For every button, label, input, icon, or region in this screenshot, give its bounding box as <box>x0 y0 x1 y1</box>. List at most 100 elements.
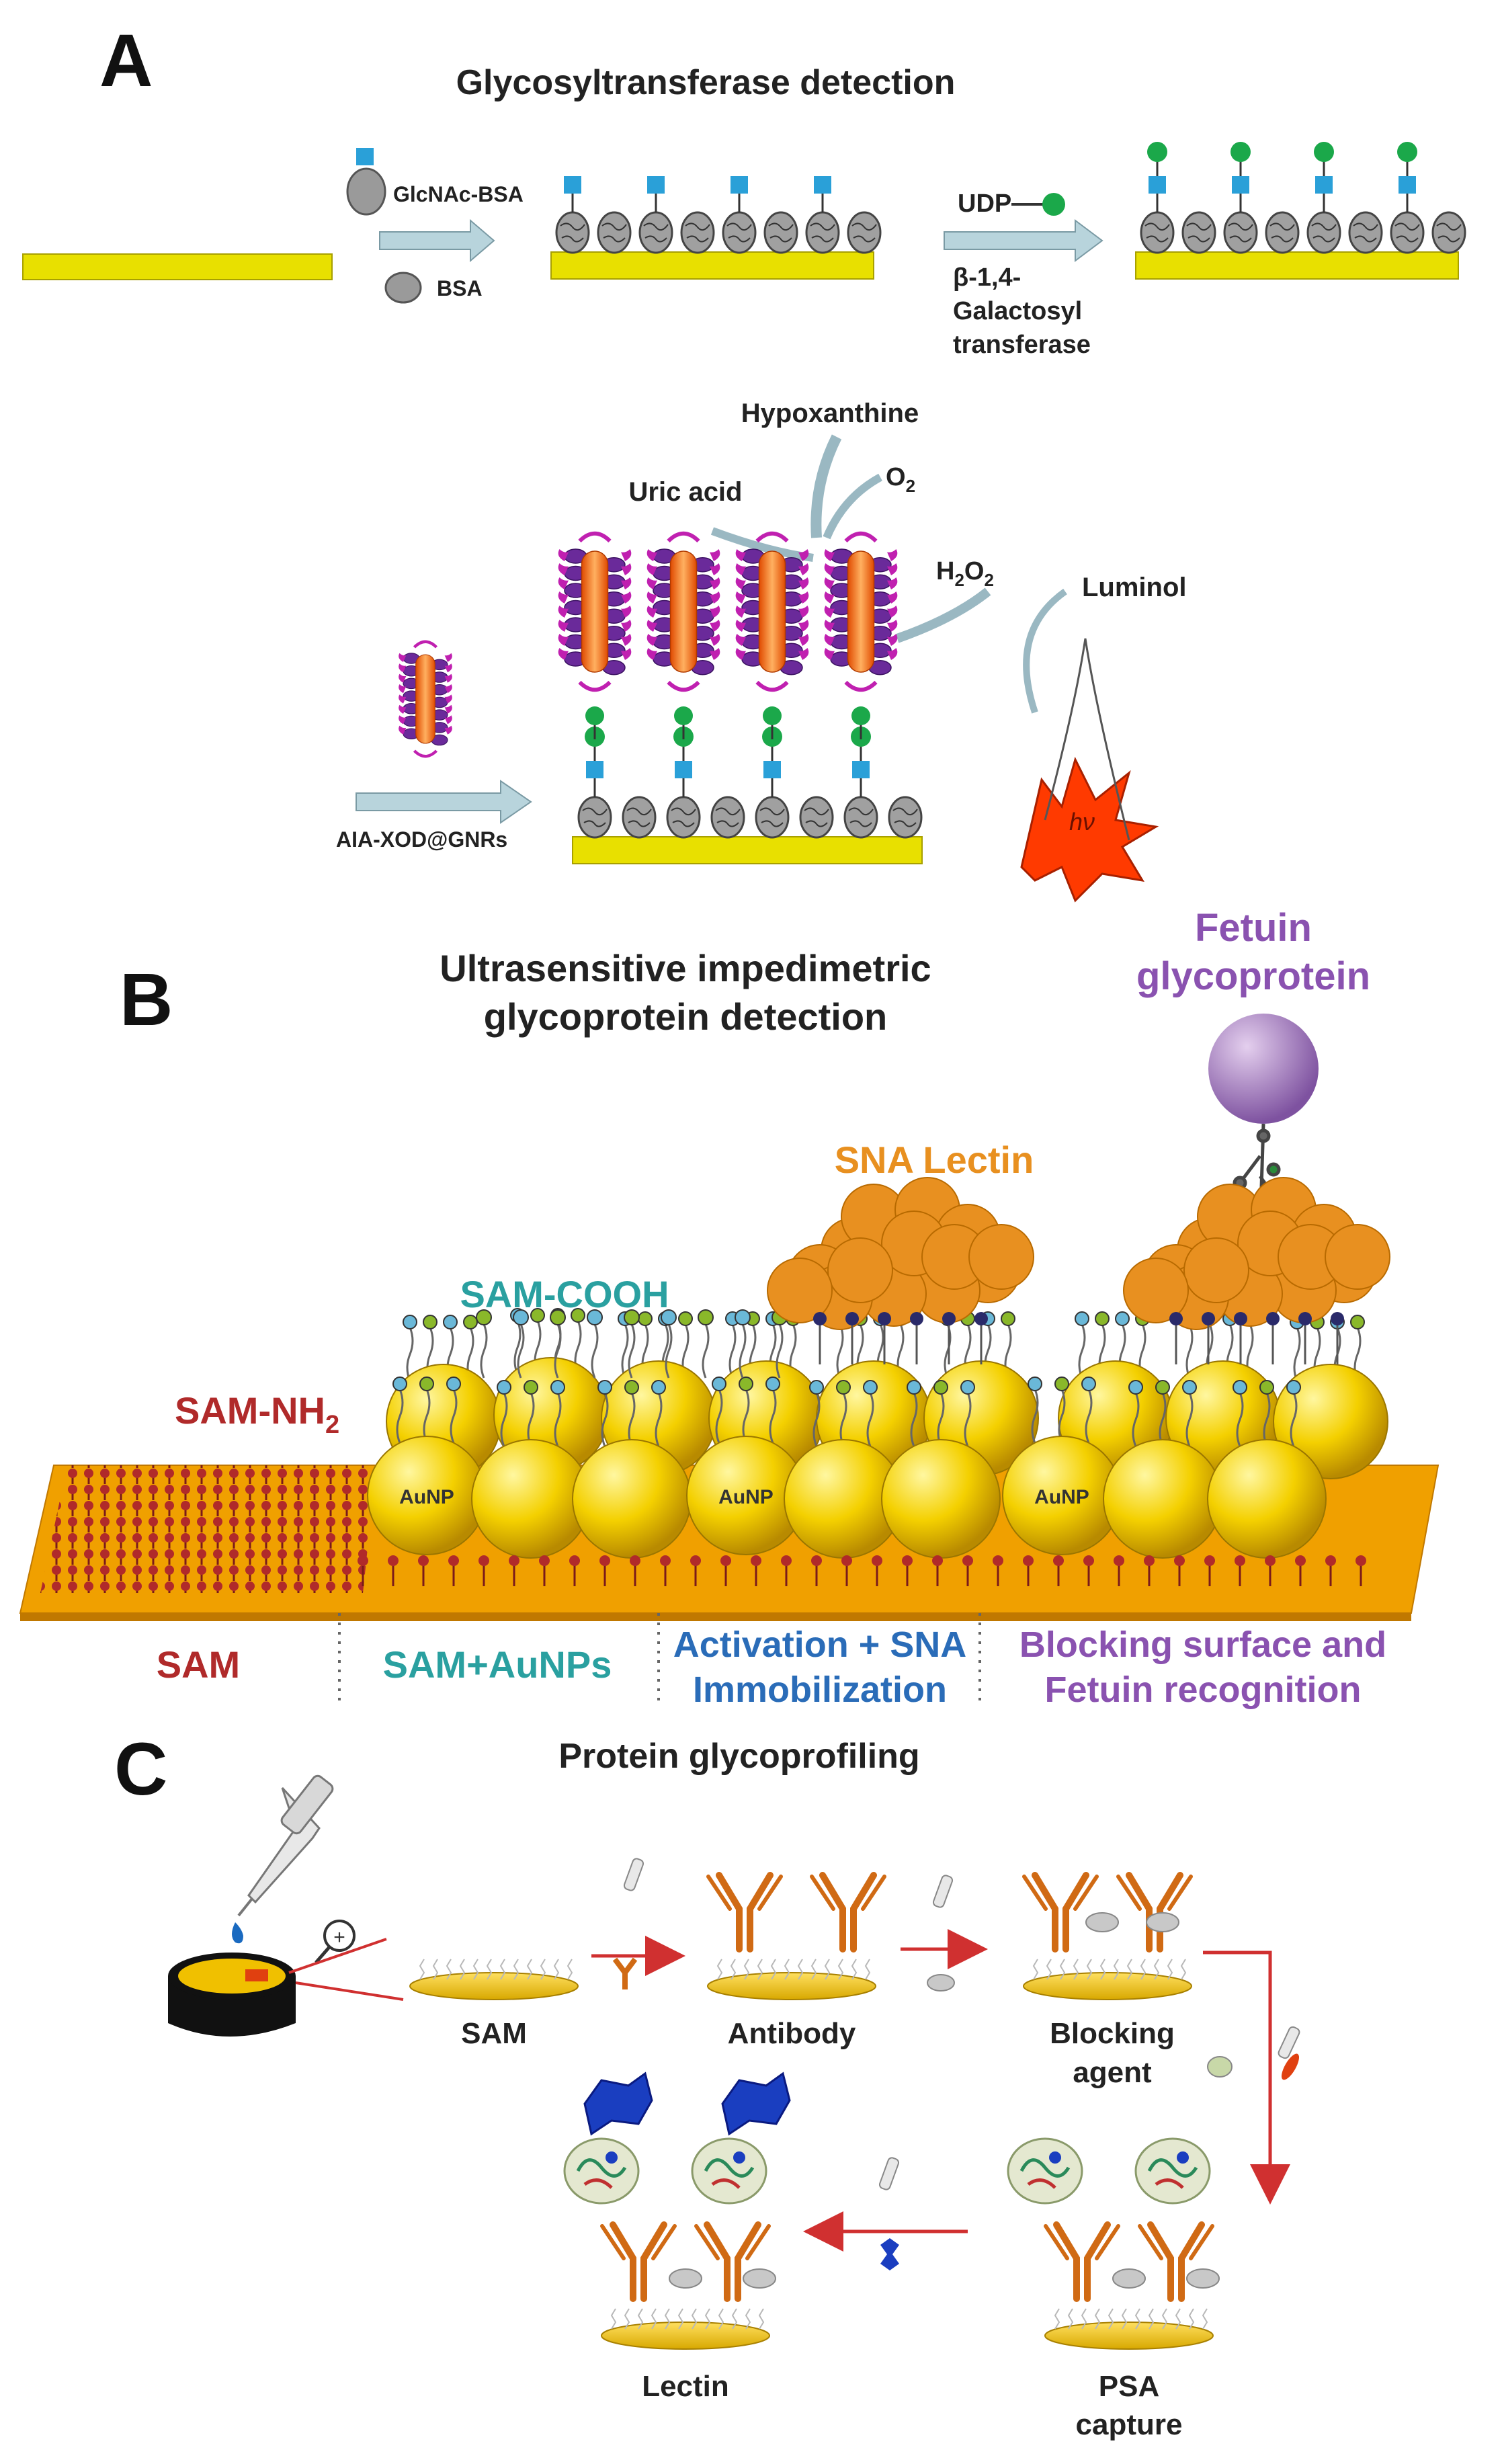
sam-head <box>1083 1555 1094 1566</box>
sam-head <box>1295 1555 1306 1566</box>
sam-cooh-linker <box>1075 1311 1089 1379</box>
sam-head <box>1114 1555 1124 1566</box>
sam-head <box>1325 1555 1336 1566</box>
sam-cooh-linker <box>392 1377 407 1444</box>
arrow-a1 <box>379 218 495 263</box>
gold-nanoparticle <box>572 1439 692 1559</box>
sam-cooh-linker <box>651 1380 666 1447</box>
sam-head <box>509 1555 519 1566</box>
gold-nanoparticle: AuNP <box>367 1436 487 1555</box>
sam-cooh-linker <box>739 1377 753 1444</box>
carboxyl-head <box>735 1309 751 1325</box>
glcnac-square-icon <box>731 176 748 194</box>
blocking-agent-icon <box>1146 1912 1179 1932</box>
surface-glcnac-bsa <box>550 176 882 280</box>
bsa-protein <box>843 796 878 839</box>
sam-cooh-linker <box>739 1323 747 1379</box>
sam-head <box>1235 1555 1245 1566</box>
sam-nh2-label: SAM-NH2 <box>175 1389 339 1439</box>
bsa-protein <box>805 211 840 254</box>
galactose-icon <box>585 706 604 725</box>
gold-nanorod-conjugate <box>646 531 720 692</box>
carboxyl-head <box>513 1309 529 1325</box>
bsa-protein <box>577 796 612 839</box>
sam-cooh-linker <box>591 1323 599 1379</box>
surface-galactosylated <box>1135 142 1466 280</box>
panel-b-letter: B <box>120 958 173 1041</box>
step-c-psa-1: PSA <box>1099 2370 1159 2403</box>
blocking-agent-icon <box>669 2268 702 2289</box>
step-c-blocking-2: agent <box>1073 2056 1152 2089</box>
sam-head <box>690 1555 701 1566</box>
gold-nanorod-conjugate <box>824 531 898 692</box>
bsa-protein <box>763 211 798 254</box>
sam-head <box>1265 1555 1276 1566</box>
galactose-icon <box>1314 142 1334 162</box>
sam-cooh-linker <box>702 1323 710 1379</box>
sam-nh2-carpet <box>40 1465 376 1593</box>
bsa-protein-icon <box>346 167 386 216</box>
bsa-protein <box>622 796 657 839</box>
sam-cooh-linker <box>765 1377 780 1444</box>
galactose-icon <box>1397 142 1417 162</box>
glcnac-square-icon <box>675 761 692 778</box>
lectin-reagent-icon <box>880 2238 899 2270</box>
bsa-protein <box>1348 211 1383 254</box>
step-c-sam: SAM <box>461 2017 527 2050</box>
sna-lectin-label: SNA Lectin <box>835 1139 1034 1181</box>
sam-head <box>1144 1555 1155 1566</box>
svg-text:+: + <box>333 1926 345 1948</box>
carboxyl-head <box>624 1309 640 1325</box>
panel-b-title-2: glycoprotein detection <box>484 995 888 1038</box>
sam-cooh-linker <box>933 1380 948 1447</box>
galactose-icon <box>763 706 782 725</box>
gold-nanoparticle <box>1273 1364 1388 1479</box>
pipette-icon <box>232 1774 334 1944</box>
sam-cooh-linker <box>597 1380 612 1447</box>
blocking-reagent-icon <box>927 1974 955 1991</box>
panel-c-letter: C <box>114 1728 167 1811</box>
sam-cooh-linker <box>1233 1380 1247 1447</box>
sam-cooh-linker <box>517 1323 525 1379</box>
antibody-icon <box>694 2221 771 2302</box>
gold-nanoparticle <box>1103 1439 1222 1559</box>
gold-surface-bare <box>22 253 333 280</box>
sam-cooh-linker <box>1290 1315 1304 1382</box>
sam-cooh-linker <box>960 1380 975 1447</box>
sam-head <box>932 1555 943 1566</box>
glcnac-square-icon <box>586 761 603 778</box>
psa-glycoprotein-icon <box>1134 2137 1211 2205</box>
sam-cooh-linker <box>907 1380 921 1447</box>
step-label-blocking-1: Blocking surface and <box>1019 1625 1386 1665</box>
sam-head <box>720 1555 731 1566</box>
sam-head <box>388 1555 399 1566</box>
antibody-reagent-icon <box>612 1957 638 1989</box>
glcnac-square-icon <box>852 761 870 778</box>
sam-cooh-linker <box>1259 1380 1274 1447</box>
antibody-icon <box>1022 1872 1099 1953</box>
sam-head <box>478 1555 489 1566</box>
bsa-protein <box>722 211 757 254</box>
enzyme-label-1: β-1,4- <box>953 263 1021 292</box>
psa-electrode-disc <box>1044 2308 1214 2350</box>
glcnac-square-icon <box>763 761 781 778</box>
bsa-label: BSA <box>437 276 483 300</box>
sam-head <box>1053 1555 1064 1566</box>
sam-head <box>418 1555 429 1566</box>
aunp-label: AuNP <box>399 1486 454 1508</box>
sna-lectin-protein <box>767 1177 1034 1364</box>
fetuin-label-1: Fetuin <box>1195 906 1312 950</box>
antibody-icon <box>706 1872 783 1953</box>
sam-cooh-linker <box>1155 1380 1170 1447</box>
step-c-blocking-1: Blocking <box>1050 2017 1175 2050</box>
fetuin-label-2: glycoprotein <box>1136 954 1370 998</box>
glcnac-square-icon <box>1149 176 1166 194</box>
sam-cooh-linker <box>554 1323 562 1379</box>
sam-cooh-linker <box>1054 1377 1069 1444</box>
sam-cooh-linker <box>550 1380 565 1447</box>
sam-head <box>630 1555 640 1566</box>
sam-head <box>993 1555 1003 1566</box>
bsa-protein <box>1431 211 1466 254</box>
bsa-protein <box>710 796 745 839</box>
